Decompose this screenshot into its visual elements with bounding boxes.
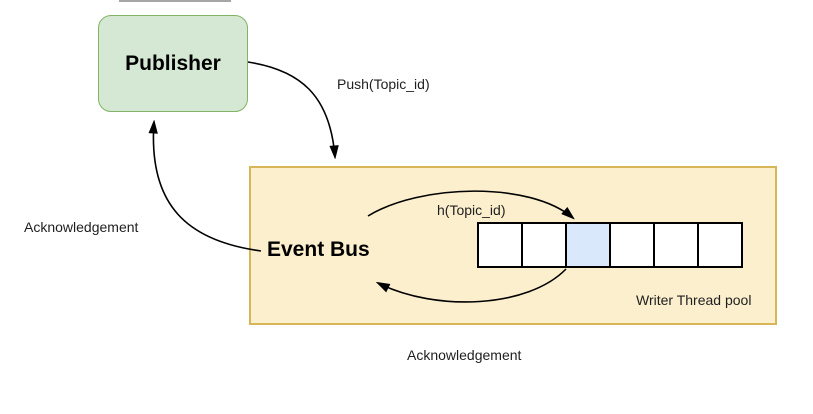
hash-arrow-label: h(Topic_id) bbox=[437, 202, 506, 218]
acknowledgement-left-label: Acknowledgement bbox=[24, 219, 139, 235]
writer-thread-pool-label: Writer Thread pool bbox=[636, 292, 752, 308]
push-arrow-label: Push(Topic_id) bbox=[337, 76, 430, 92]
publisher-label: Publisher bbox=[125, 51, 221, 75]
writer-thread-pool-cells bbox=[477, 222, 743, 268]
acknowledgement-bottom-label: Acknowledgement bbox=[407, 347, 522, 363]
thread-pool-cell bbox=[697, 222, 743, 268]
acknowledgement-to-publisher-arrow bbox=[153, 122, 262, 252]
thread-pool-cell bbox=[521, 222, 567, 268]
push-arrow bbox=[247, 61, 335, 157]
publisher-node: Publisher bbox=[98, 15, 248, 112]
thread-pool-cell bbox=[477, 222, 523, 268]
event-bus-label: Event Bus bbox=[267, 238, 370, 261]
thread-pool-cell bbox=[653, 222, 699, 268]
thread-pool-cell-highlighted bbox=[565, 222, 611, 268]
thread-pool-cell bbox=[609, 222, 655, 268]
